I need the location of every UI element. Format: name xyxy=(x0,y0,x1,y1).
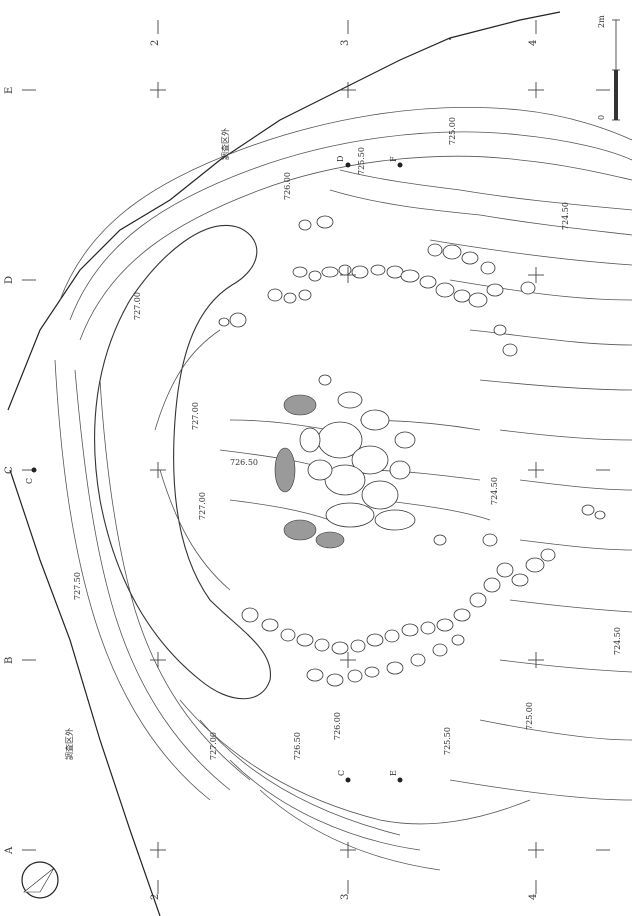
contour-label-726-50-bottom: 726.50 xyxy=(293,732,302,760)
contour-label-724-50-top: 724.50 xyxy=(561,202,570,230)
grid-col-label-4-top: 4 xyxy=(528,40,539,46)
grid-label-d: D xyxy=(4,276,15,284)
contour-label-727-00-a: 727.00 xyxy=(191,402,200,430)
contour-label-725-50-bottom: 725.50 xyxy=(443,727,452,755)
grid-col-label-2-bottom: 2 xyxy=(150,894,161,900)
contour-label-727-00-top: 727.00 xyxy=(133,292,142,320)
point-label-f: F xyxy=(389,156,398,162)
grid-crosses xyxy=(22,20,610,894)
point-marker-f xyxy=(397,162,403,168)
grid-label-b: B xyxy=(4,657,15,664)
contour-label-725-00-top: 725.00 xyxy=(448,117,457,145)
point-label-c-bottom: C xyxy=(337,770,346,776)
central-stone-cluster xyxy=(274,374,447,549)
contour-label-725-50-top: 725.50 xyxy=(357,147,366,175)
survey-outside-label-top: 調査区外 xyxy=(220,128,230,160)
contour-label-724-50-bottom: 724.50 xyxy=(613,627,622,655)
survey-boundary-upper xyxy=(7,11,561,411)
stone-ring-lower xyxy=(241,504,606,687)
contour-label-724-50-mid: 724.50 xyxy=(490,477,499,505)
scale-zero-label: 0 xyxy=(597,115,606,120)
grid-col-label-2-top: 2 xyxy=(150,40,161,46)
scale-bar: 0 2m xyxy=(597,15,620,121)
scale-max-label: 2m xyxy=(597,15,606,28)
grid-col-label-3-bottom: 3 xyxy=(340,894,351,900)
contour-group xyxy=(54,106,632,871)
grid-label-e: E xyxy=(4,87,15,94)
contour-label-726-00-top: 726.00 xyxy=(283,172,292,200)
survey-outside-label-bottom: 調査区外 xyxy=(64,728,74,760)
grid-label-c: C xyxy=(4,466,15,474)
grid-label-a: A xyxy=(4,846,15,855)
grid-col-label-3-top: 3 xyxy=(340,40,351,46)
point-label-c-left: C xyxy=(25,478,34,484)
mound-outline xyxy=(94,225,271,700)
contour-label-727-50: 727.50 xyxy=(73,572,82,600)
stone-ring-upper xyxy=(218,215,536,357)
contour-label-726-50: 726.50 xyxy=(230,458,258,467)
north-arrow-icon xyxy=(21,861,59,899)
point-label-e: E xyxy=(389,770,398,776)
point-marker-c-left xyxy=(31,467,37,473)
point-label-d: D xyxy=(336,156,345,162)
survey-boundary-lower xyxy=(9,469,161,916)
contour-label-726-00-bottom: 726.00 xyxy=(333,712,342,740)
contour-label-727-00-b: 727.00 xyxy=(198,492,207,520)
contour-label-725-00-bottom: 725.00 xyxy=(525,702,534,730)
point-marker-c-bottom xyxy=(345,777,351,783)
point-marker-d xyxy=(345,162,351,168)
contour-label-727-00-bottom: 727.00 xyxy=(209,732,218,760)
grid-col-label-4-bottom: 4 xyxy=(528,894,539,900)
point-marker-e xyxy=(397,777,403,783)
